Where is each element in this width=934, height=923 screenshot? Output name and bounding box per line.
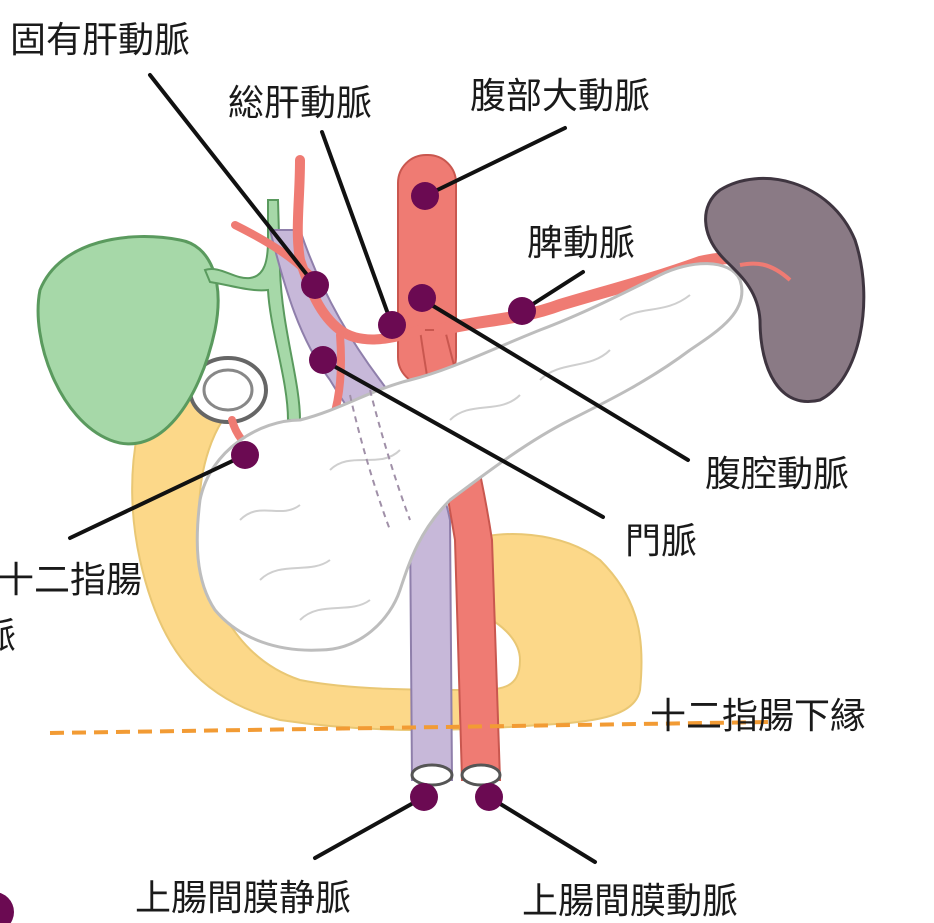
label-superior-mesenteric-vein: 上腸間膜静脈 xyxy=(135,878,351,919)
marker-splenic-artery xyxy=(508,297,536,325)
marker-proper-hepatic-artery xyxy=(301,271,329,299)
label-superior-mesenteric-artery: 上腸間膜動脈 xyxy=(522,881,738,922)
label-duodenum-lower-edge: 十二指腸下縁 xyxy=(650,696,866,737)
label-gastroduodenal-artery-line1: 十二指腸 xyxy=(0,560,142,601)
marker-celiac-artery xyxy=(408,284,436,312)
marker-superior-mesenteric-artery xyxy=(475,783,503,811)
marker-superior-mesenteric-vein xyxy=(410,783,438,811)
corner-marker-partial xyxy=(0,892,14,923)
label-proper-hepatic-artery: 固有肝動脈 xyxy=(10,20,190,61)
marker-gastroduodenal-artery xyxy=(231,441,259,469)
label-portal-vein: 門脈 xyxy=(625,521,697,562)
duodenum-cut-inner xyxy=(204,370,252,410)
leader-common-hepatic-artery xyxy=(322,132,392,325)
label-celiac-artery: 腹腔動脈 xyxy=(705,454,849,495)
label-splenic-artery: 脾動脈 xyxy=(527,223,635,264)
leader-superior-mesenteric-vein xyxy=(315,797,424,858)
label-common-hepatic-artery: 総肝動脈 xyxy=(228,83,372,124)
smv-cut-end xyxy=(412,765,452,785)
marker-abdominal-aorta xyxy=(411,182,439,210)
label-gastroduodenal-artery-line2: 脈 xyxy=(0,616,16,657)
leader-superior-mesenteric-artery xyxy=(489,797,595,862)
sma-cut-end xyxy=(462,765,500,785)
marker-common-hepatic-artery xyxy=(378,311,406,339)
label-abdominal-aorta: 腹部大動脈 xyxy=(470,76,650,117)
marker-portal-vein xyxy=(309,346,337,374)
